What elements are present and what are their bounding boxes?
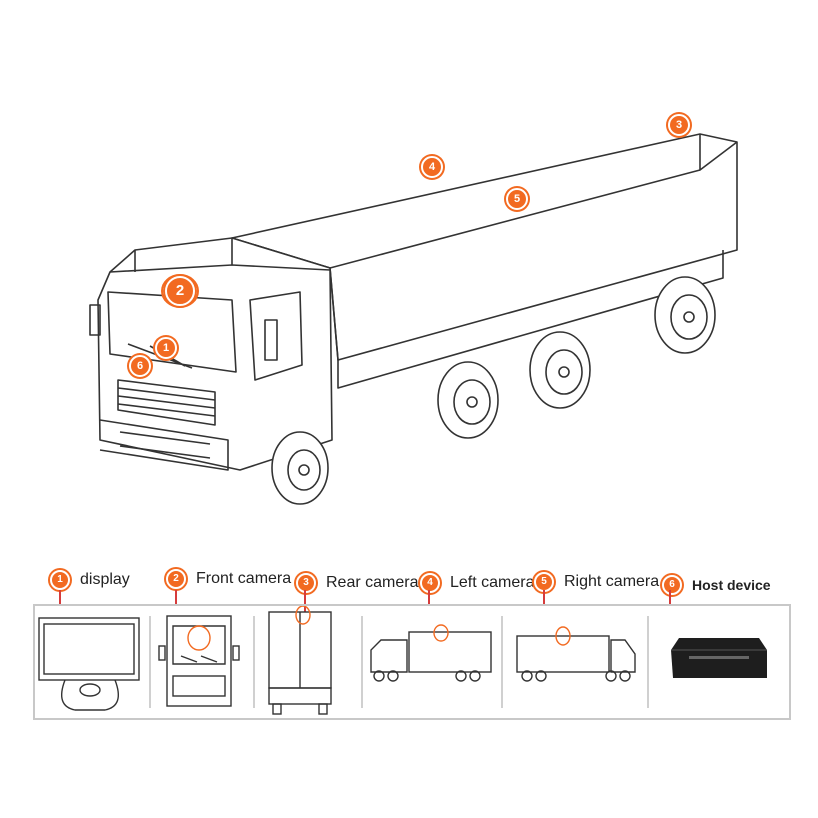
legend-num-2: 2 — [166, 569, 186, 589]
legend-text-6: Host device — [692, 577, 771, 593]
rear-camera-image — [255, 606, 361, 718]
legend-label-host: 6 Host device — [662, 575, 771, 595]
tick-4 — [428, 590, 430, 606]
marker-rear-camera: 3 — [668, 114, 690, 136]
legend-num-4: 4 — [420, 573, 440, 593]
wheels — [271, 276, 716, 505]
legend-panel — [33, 604, 791, 720]
tick-2 — [175, 590, 177, 606]
legend-text-2: Front camera — [196, 570, 292, 587]
marker-right-camera: 5 — [506, 188, 528, 210]
legend-label-rear: 3 Rear camera — [296, 573, 418, 593]
left-camera-image — [363, 606, 501, 718]
divider — [149, 616, 151, 708]
legend-num-6: 6 — [662, 575, 682, 595]
legend-label-right: 5 Right camera — [534, 572, 659, 592]
legend-text-5: Right camera — [564, 573, 660, 590]
legend-label-left: 4 Left camera — [420, 573, 534, 593]
legend-num-1: 1 — [50, 570, 70, 590]
truck-diagram — [89, 133, 738, 505]
legend-label-front: 2 Front camera — [166, 569, 291, 589]
tick-1 — [59, 590, 61, 606]
legend-num-5: 5 — [534, 572, 554, 592]
legend-num-3: 3 — [296, 573, 316, 593]
host-device-image — [649, 606, 789, 718]
divider — [253, 616, 255, 708]
divider — [501, 616, 503, 708]
front-camera-image — [151, 606, 253, 718]
divider — [647, 616, 649, 708]
marker-front-camera: 2 — [165, 276, 195, 306]
legend-label-display: 1 display — [50, 570, 130, 590]
legend-text-4: Left camera — [450, 574, 535, 591]
marker-left-camera: 4 — [421, 156, 443, 178]
marker-host-device: 6 — [129, 355, 151, 377]
legend-text-1: display — [80, 571, 130, 588]
right-camera-image — [503, 606, 647, 718]
marker-display: 1 — [155, 337, 177, 359]
display-image — [35, 606, 149, 718]
divider — [361, 616, 363, 708]
tick-5 — [543, 590, 545, 606]
tick-3 — [304, 590, 306, 612]
legend-text-3: Rear camera — [326, 574, 419, 591]
tick-6 — [669, 590, 671, 606]
